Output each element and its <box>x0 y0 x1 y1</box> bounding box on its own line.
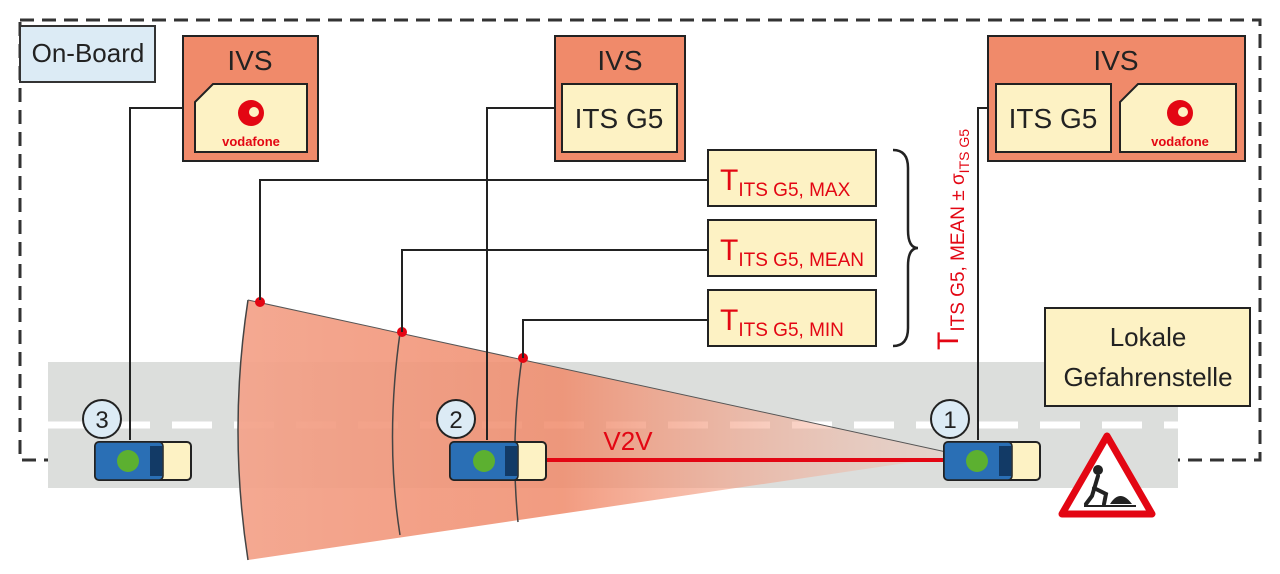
timing-max-main: T <box>720 164 738 197</box>
ivs-box-3: IVS ITS G5 vodafone <box>987 35 1246 162</box>
brace <box>892 148 919 348</box>
svg-text:TITS G5, MIN: TITS G5, MIN <box>720 304 844 341</box>
connector-lines <box>129 107 988 440</box>
brace-sub: ITS G5, MEAN ± σ <box>948 173 969 332</box>
vodafone-brand-1: vodafone <box>222 134 280 149</box>
ivs-box-2: IVS ITS G5 <box>554 35 686 162</box>
hazard-label-line-1: Lokale <box>1110 322 1187 352</box>
vehicle-1 <box>943 441 1041 481</box>
its-g5-label-3: ITS G5 <box>1009 103 1098 134</box>
timing-max-sub: ITS G5, MAX <box>738 180 850 201</box>
coverage-cone <box>237 297 961 561</box>
onboard-label-box: On-Board <box>19 25 156 83</box>
vehicle-1-number: 1 <box>943 407 956 434</box>
brace-subsub: ITS G5 <box>956 129 972 174</box>
onboard-label: On-Board <box>32 38 145 68</box>
timing-label-max: TITS G5, MAX <box>707 149 877 207</box>
ivs-title-3: IVS <box>1093 45 1138 76</box>
hazard-label-line-2: Gefahrenstelle <box>1063 362 1232 392</box>
vehicle-3-number-bubble: 3 <box>82 399 122 439</box>
vehicle-2-number-bubble: 2 <box>436 399 476 439</box>
vodafone-logo-icon <box>1167 100 1193 126</box>
its-g5-module-3 <box>995 83 1112 153</box>
roadwork-warning-icon <box>1058 432 1156 518</box>
timing-mean-sub: ITS G5, MEAN <box>738 250 864 271</box>
timing-min-main: T <box>720 304 738 337</box>
timing-mean-main: T <box>720 234 738 267</box>
svg-text:TITS G5, MEAN: TITS G5, MEAN <box>720 234 864 271</box>
ivs-title-2: IVS <box>597 45 642 76</box>
ivs-box-1: IVS vodafone <box>182 35 319 162</box>
v2v-label: V2V <box>603 426 653 456</box>
vehicle-2-number: 2 <box>449 407 462 434</box>
svg-text:TITS G5, MAX: TITS G5, MAX <box>720 164 851 201</box>
ivs-title-1: IVS <box>227 45 272 76</box>
vehicle-3 <box>94 441 192 481</box>
its-g5-module-2 <box>561 83 678 153</box>
vehicle-1-number-bubble: 1 <box>930 399 970 439</box>
timing-min-sub: ITS G5, MIN <box>738 320 844 341</box>
vodafone-logo-icon <box>238 100 264 126</box>
vodafone-module-1: vodafone <box>194 83 308 153</box>
brace-main: T <box>932 332 965 350</box>
its-g5-label-2: ITS G5 <box>575 103 664 134</box>
timing-label-min: TITS G5, MIN <box>707 289 877 347</box>
vehicle-2 <box>449 441 547 481</box>
hazard-label-box: Lokale Gefahrenstelle <box>1044 307 1251 407</box>
vehicle-3-number: 3 <box>95 407 108 434</box>
vodafone-brand-3: vodafone <box>1151 134 1209 149</box>
vodafone-module-3: vodafone <box>1119 83 1237 153</box>
brace-label: TITS G5, MEAN ± σITS G5 <box>932 129 972 350</box>
range-max-dot <box>255 297 265 307</box>
timing-label-mean: TITS G5, MEAN <box>707 219 877 277</box>
